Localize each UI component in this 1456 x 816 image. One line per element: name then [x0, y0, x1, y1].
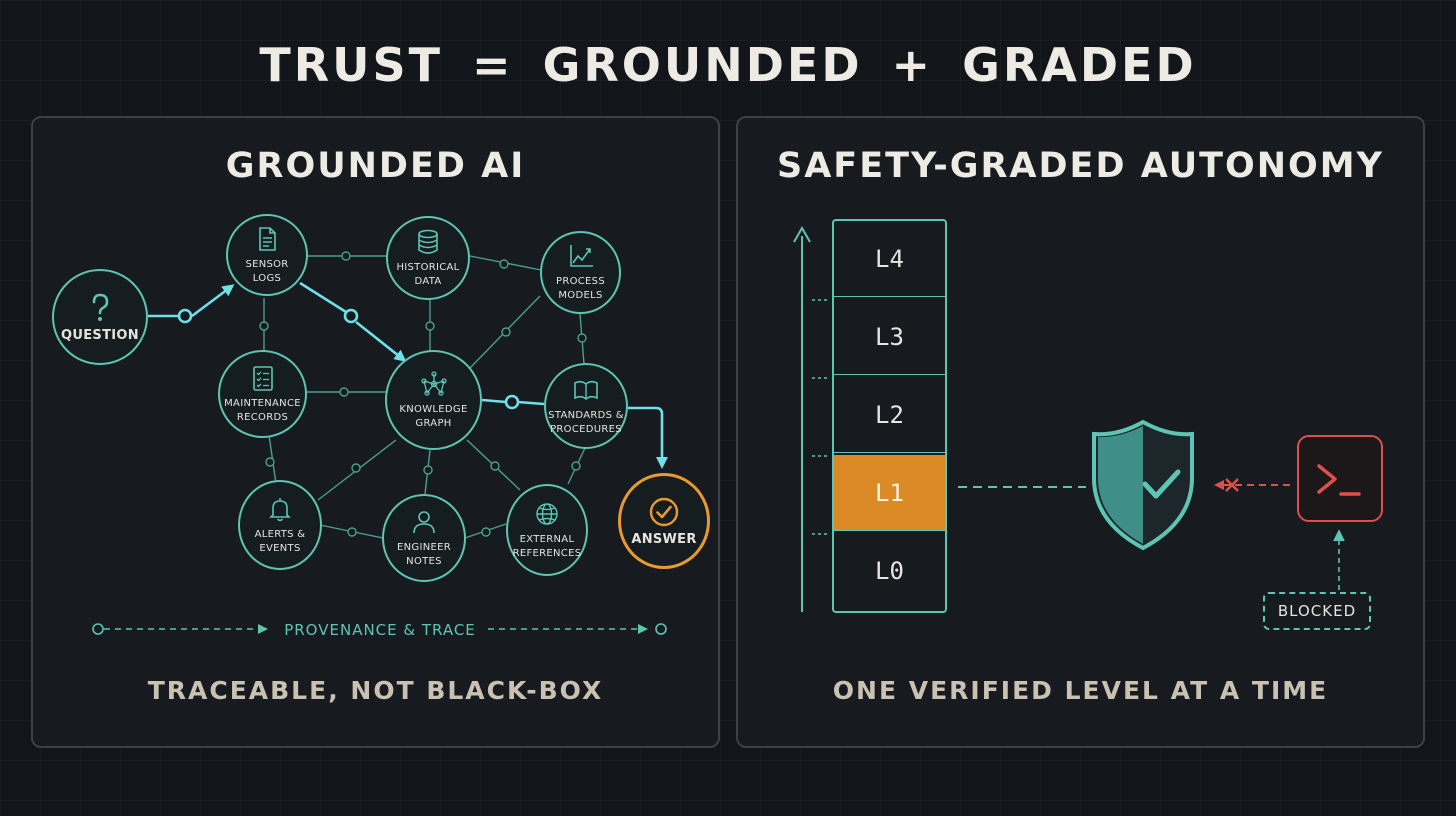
trace-path-dots — [177, 308, 520, 410]
answer-label: ANSWER — [631, 532, 697, 547]
grounded-ai-caption: TRACEABLE, NOT BLACK-BOX — [147, 676, 604, 705]
globe-icon — [536, 502, 558, 525]
safety-graded-autonomy-caption: ONE VERIFIED LEVEL AT A TIME — [832, 676, 1329, 705]
checklist-icon — [252, 365, 273, 391]
document-icon — [259, 226, 276, 251]
level-l0: L0 — [875, 557, 904, 585]
question-mark-icon — [92, 293, 109, 321]
knowledge-graph-node: KNOWLEDGE GRAPH — [385, 350, 482, 450]
knowledge-graph-label: KNOWLEDGE GRAPH — [399, 403, 468, 429]
question-label: QUESTION — [61, 328, 139, 343]
alerts-events-node: ALERTS & EVENTS — [238, 480, 322, 570]
grounded-ai-title: GROUNDED AI — [225, 146, 526, 186]
engineer-notes-node: ENGINEER NOTES — [382, 494, 466, 582]
level-l1-active: L1 — [834, 455, 945, 531]
terminal-agent-box — [1297, 435, 1383, 522]
terminal-prompt-icon — [1317, 464, 1361, 496]
maintenance-records-label: MAINTENANCE RECORDS — [224, 397, 301, 423]
question-node: QUESTION — [52, 269, 148, 365]
sensor-logs-label: SENSOR LOGS — [245, 258, 289, 284]
level-l4: L4 — [834, 221, 945, 297]
trace-path — [148, 281, 668, 469]
bell-icon — [269, 497, 291, 521]
sensor-logs-node: SENSOR LOGS — [226, 214, 308, 296]
blocked-up-arrow — [1333, 529, 1345, 590]
alerts-events-label: ALERTS & EVENTS — [254, 528, 306, 554]
engineer-notes-label: ENGINEER NOTES — [397, 541, 451, 567]
standards-procedures-node: STANDARDS & PROCEDURES — [544, 363, 628, 449]
provenance-trace-label: PROVENANCE & TRACE — [284, 621, 476, 639]
autonomy-up-arrow — [793, 225, 811, 612]
standards-procedures-label: STANDARDS & PROCEDURES — [548, 409, 624, 435]
open-book-icon — [574, 380, 598, 400]
maintenance-records-node: MAINTENANCE RECORDS — [218, 350, 307, 438]
safety-graded-autonomy-title: SAFETY-GRADED AUTONOMY — [777, 146, 1384, 186]
network-graph-icon — [420, 370, 447, 396]
line-chart-icon — [569, 245, 593, 267]
provenance-line — [92, 623, 667, 635]
checkmark-icon — [649, 497, 679, 527]
process-models-label: PROCESS MODELS — [556, 276, 605, 301]
blocked-arrow — [1214, 478, 1290, 492]
database-icon — [418, 229, 438, 254]
level-l3: L3 — [834, 299, 945, 375]
safety-graded-autonomy-panel: SAFETY-GRADED AUTONOMY ONE VERIFIED LEVE… — [736, 116, 1425, 748]
main-title: TRUST = GROUNDED + GRADED — [259, 38, 1197, 92]
graph-edge-dots — [259, 251, 587, 537]
process-models-node: PROCESS MODELS — [540, 231, 621, 314]
answer-node: ANSWER — [618, 473, 710, 569]
external-references-node: EXTERNAL REFERENCES — [506, 484, 588, 576]
historical-data-node: HISTORICAL DATA — [386, 216, 470, 300]
external-references-label: EXTERNAL REFERENCES — [512, 533, 582, 559]
shield-check-icon — [1092, 419, 1194, 551]
level-l2: L2 — [834, 377, 945, 453]
autonomy-level-stack — [832, 219, 947, 613]
historical-data-label: HISTORICAL DATA — [396, 261, 460, 287]
blocked-badge: BLOCKED — [1263, 592, 1371, 630]
level-ticks — [812, 299, 828, 535]
user-icon — [413, 510, 435, 533]
